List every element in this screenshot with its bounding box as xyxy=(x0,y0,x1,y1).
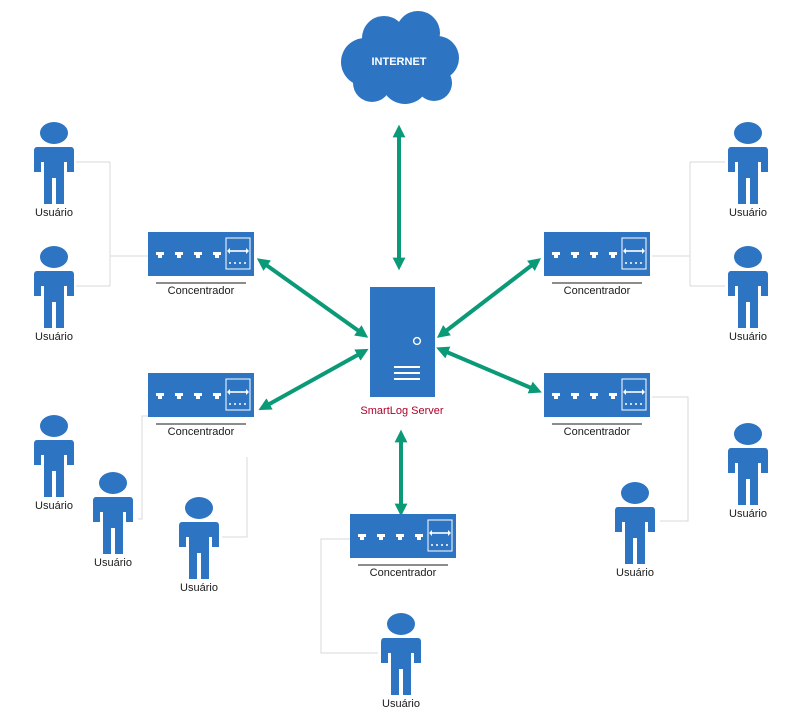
user-label: Usuário xyxy=(729,331,767,343)
person-icon xyxy=(34,415,74,497)
person-icon xyxy=(381,613,421,695)
user-8: Usuário xyxy=(728,423,768,520)
user-hub-links xyxy=(76,161,725,654)
user-10: Usuário xyxy=(381,613,421,710)
user-label: Usuário xyxy=(729,207,767,219)
user-1: Usuário xyxy=(34,122,74,219)
hub-2: Concentrador xyxy=(147,372,255,438)
hub-label: Concentrador xyxy=(168,426,235,438)
arrow-server-hub-2 xyxy=(258,348,369,411)
user-label: Usuário xyxy=(729,508,767,520)
smartlog-server: SmartLog Server xyxy=(360,287,444,417)
person-icon xyxy=(34,122,74,204)
person-icon xyxy=(728,246,768,328)
hub-3: Concentrador xyxy=(543,231,651,297)
user-label: Usuário xyxy=(382,698,420,710)
user-label: Usuário xyxy=(180,582,218,594)
user-label: Usuário xyxy=(35,331,73,343)
server-label: SmartLog Server xyxy=(360,405,443,417)
hub-5: Concentrador xyxy=(349,513,457,579)
user-4: Usuário xyxy=(93,472,133,569)
user-9: Usuário xyxy=(615,482,655,579)
cloud-icon xyxy=(341,11,459,104)
user-7: Usuário xyxy=(728,246,768,343)
hub-icon xyxy=(543,372,651,425)
hub-label: Concentrador xyxy=(370,567,437,579)
user-6: Usuário xyxy=(728,122,768,219)
user-3: Usuário xyxy=(34,415,74,512)
user-label: Usuário xyxy=(35,207,73,219)
person-icon xyxy=(728,122,768,204)
hub-label: Concentrador xyxy=(564,285,631,297)
hub-1: Concentrador xyxy=(147,231,255,297)
user-2: Usuário xyxy=(34,246,74,343)
person-icon xyxy=(728,423,768,505)
internet-label: INTERNET xyxy=(372,56,427,68)
arrow-server-hub-1 xyxy=(256,258,369,338)
hub-label: Concentrador xyxy=(564,426,631,438)
hub-4: Concentrador xyxy=(543,372,651,438)
person-icon xyxy=(615,482,655,564)
user-label: Usuário xyxy=(616,567,654,579)
hub-icon xyxy=(147,231,255,284)
hub-icon xyxy=(543,231,651,284)
internet-cloud: INTERNET xyxy=(341,11,459,104)
user-5: Usuário xyxy=(179,497,219,594)
user-label: Usuário xyxy=(94,557,132,569)
hub-icon xyxy=(349,513,457,566)
arrow-server-hub-4 xyxy=(436,346,542,394)
server-links xyxy=(256,124,542,517)
arrow-server-hub-3 xyxy=(436,258,542,338)
server-icon xyxy=(370,287,435,397)
person-icon xyxy=(179,497,219,579)
person-icon xyxy=(93,472,133,554)
hub-label: Concentrador xyxy=(168,285,235,297)
person-icon xyxy=(34,246,74,328)
user-label: Usuário xyxy=(35,500,73,512)
hub-icon xyxy=(147,372,255,425)
